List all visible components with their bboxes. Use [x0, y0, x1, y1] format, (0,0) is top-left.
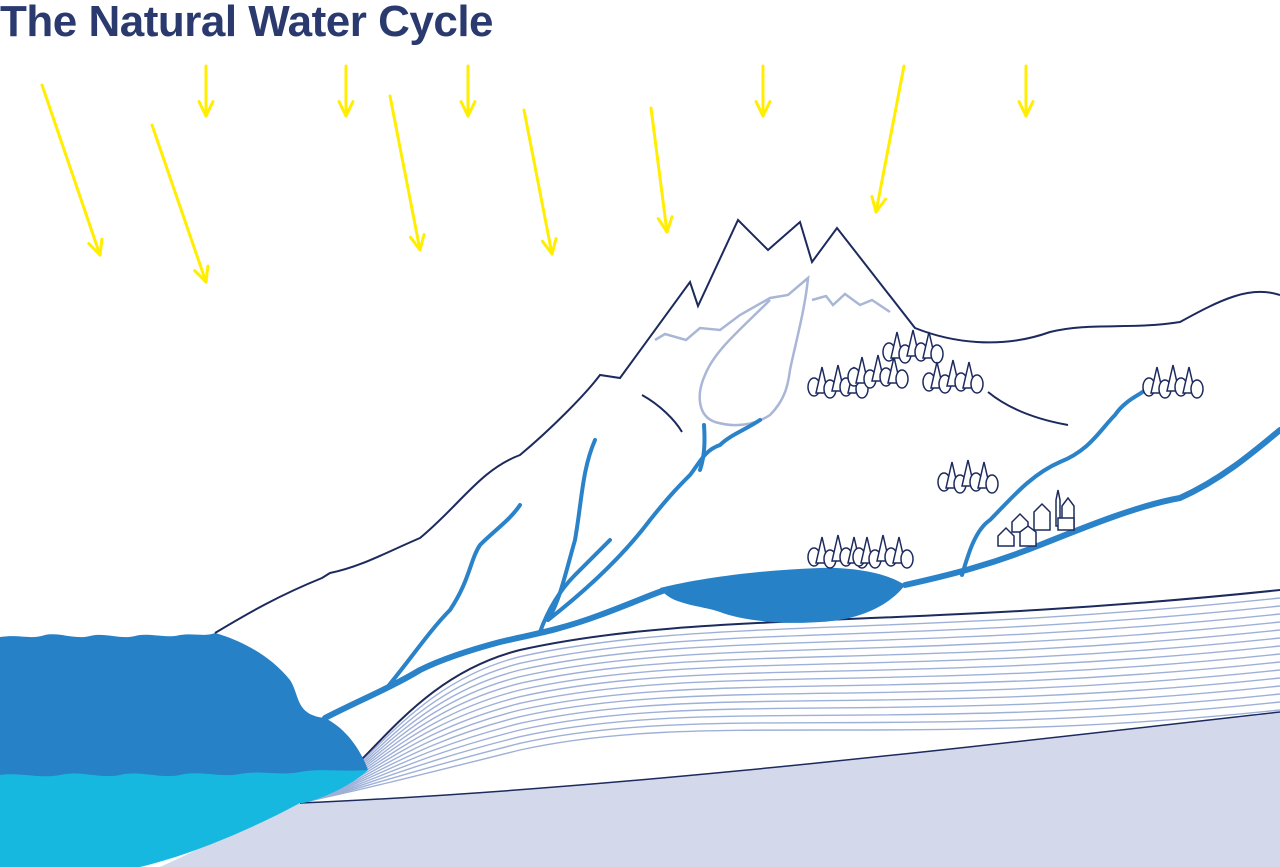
tree-cluster-icon [937, 459, 999, 494]
sun-ray-arrow-icon [197, 64, 215, 118]
hill-contour [987, 391, 1069, 426]
sun-ray-arrow-icon [522, 108, 558, 256]
bedrock-boundary [299, 711, 1280, 804]
groundwater-stratum [299, 637, 1280, 804]
bedrock-layer [160, 712, 1280, 867]
groundwater-stratum [299, 621, 1280, 804]
river-network [322, 388, 1280, 721]
mountain-lake [660, 567, 905, 623]
sun-ray-arrow-icon [388, 94, 426, 252]
sun-ray-arrow-icon [754, 64, 772, 118]
groundwater-layers [299, 589, 1280, 804]
ocean-shallow [0, 767, 368, 867]
groundwater-stratum [299, 605, 1280, 804]
sun-ray-arrow-icon [649, 106, 674, 234]
groundwater-stratum [299, 661, 1280, 804]
groundwater-stratum [299, 669, 1280, 804]
village [997, 489, 1075, 547]
sun-ray-arrow-icon [870, 64, 906, 214]
sun-ray-arrow-icon [337, 64, 355, 118]
ocean-deep [0, 633, 368, 777]
groundwater-stratum [299, 613, 1280, 804]
incoming-sunlight [40, 64, 1035, 284]
groundwater-stratum [299, 685, 1280, 804]
groundwater-stratum [299, 709, 1280, 804]
tree-cluster-icon [807, 534, 869, 569]
diagram-title: The Natural Water Cycle [0, 0, 494, 46]
groundwater-stratum [299, 693, 1280, 804]
tree-cluster-icon [922, 359, 984, 394]
mountain-contour [641, 394, 683, 433]
tree-cluster-icon [852, 534, 914, 569]
groundwater-stratum [299, 645, 1280, 804]
groundwater-stratum [299, 701, 1280, 804]
tree-cluster-icon [847, 354, 909, 389]
sun-ray-arrow-icon [40, 83, 104, 257]
groundwater-stratum [299, 589, 1280, 804]
glacier-snowcap [654, 275, 810, 427]
sun-ray-arrow-icon [1017, 64, 1035, 118]
sun-ray-arrow-icon [459, 64, 477, 118]
church-icon [1057, 517, 1075, 531]
forests [807, 329, 1204, 569]
mountain-ridge [214, 218, 1280, 634]
groundwater-stratum [299, 653, 1280, 804]
tree-cluster-icon [807, 364, 869, 399]
glacier-edge [811, 292, 891, 314]
house-icon [997, 489, 1075, 547]
groundwater-stratum [299, 597, 1280, 804]
groundwater-stratum [299, 677, 1280, 804]
sun-ray-arrow-icon [150, 123, 210, 284]
tree-cluster-icon [1142, 364, 1204, 399]
groundwater-stratum [299, 629, 1280, 804]
